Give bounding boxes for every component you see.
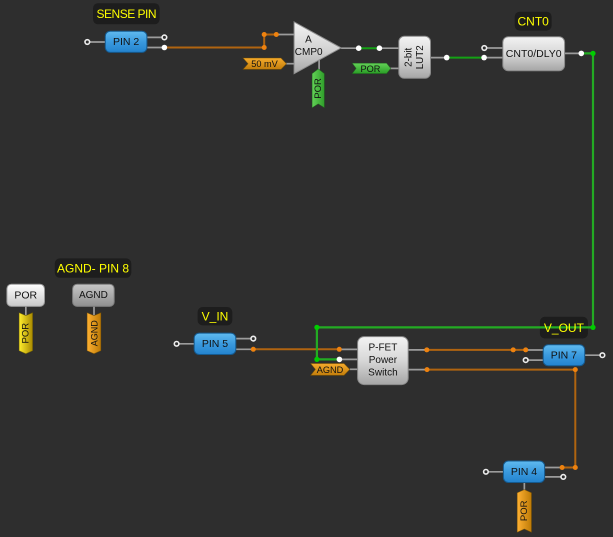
svg-text:AGND: AGND xyxy=(317,365,344,375)
svg-text:POR: POR xyxy=(519,500,530,521)
svg-text:Power: Power xyxy=(369,355,398,366)
svg-text:POR: POR xyxy=(361,64,381,74)
svg-text:PIN 2: PIN 2 xyxy=(113,36,139,48)
svg-text:Switch: Switch xyxy=(368,367,397,378)
svg-text:CNT0: CNT0 xyxy=(518,14,550,28)
svg-text:POR: POR xyxy=(313,78,324,99)
svg-text:50 mV: 50 mV xyxy=(251,59,278,69)
svg-text:A: A xyxy=(305,35,312,46)
svg-text:AGND: AGND xyxy=(79,290,108,301)
svg-text:CMP0: CMP0 xyxy=(295,47,323,58)
svg-text:2-bit: 2-bit xyxy=(404,47,415,66)
svg-text:POR: POR xyxy=(21,323,32,344)
svg-text:AGND- PIN 8: AGND- PIN 8 xyxy=(57,261,129,275)
svg-text:LUT2: LUT2 xyxy=(415,45,426,69)
svg-text:SENSE PIN: SENSE PIN xyxy=(97,7,157,21)
svg-text:PIN 4: PIN 4 xyxy=(511,466,537,478)
svg-text:CNT0/DLY0: CNT0/DLY0 xyxy=(506,48,562,60)
svg-text:AGND: AGND xyxy=(89,320,99,347)
svg-text:PIN 7: PIN 7 xyxy=(551,349,577,361)
svg-text:V_OUT: V_OUT xyxy=(544,321,585,335)
svg-text:V_IN: V_IN xyxy=(202,309,229,323)
svg-text:P-FET: P-FET xyxy=(368,343,397,354)
svg-text:POR: POR xyxy=(14,290,37,302)
svg-text:PIN 5: PIN 5 xyxy=(202,338,228,350)
